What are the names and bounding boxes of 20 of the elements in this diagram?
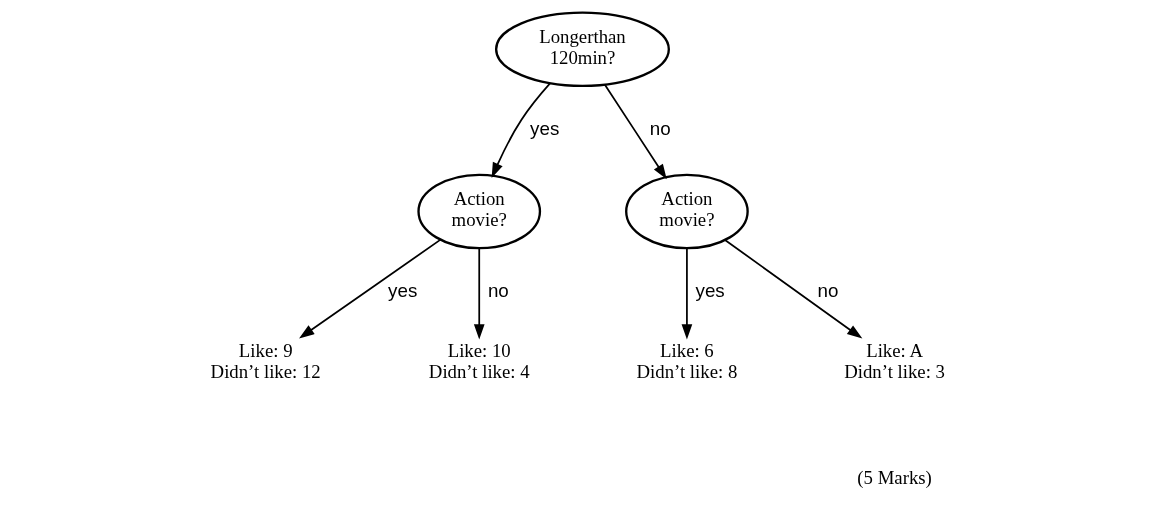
- edge-label: no: [817, 280, 838, 302]
- node-text: Like: A Didn’t like: 3: [843, 339, 945, 382]
- node-ellipse: Action movie?: [416, 173, 541, 250]
- arrow: [298, 238, 441, 339]
- edge-label: yes: [387, 280, 417, 302]
- node-ellipse: Action movie?: [624, 173, 749, 250]
- edge-label: no: [487, 280, 509, 302]
- arrow: [723, 239, 862, 339]
- edge-label: yes: [695, 280, 725, 302]
- arrow: [681, 247, 692, 340]
- edge-label: no: [649, 117, 671, 139]
- arrow: [603, 83, 667, 180]
- arrow: [473, 247, 485, 340]
- node-ellipse: Longerthan 120min?: [494, 11, 670, 88]
- edge-label: yes: [529, 117, 559, 139]
- label: (5 Marks): [856, 466, 932, 488]
- node-text: Like: 6 Didn’t like: 8: [636, 339, 737, 382]
- arrow: [491, 82, 551, 178]
- node-text: Like: 10 Didn’t like: 4: [428, 339, 530, 382]
- node-text: Like: 9 Didn’t like: 12: [210, 339, 321, 382]
